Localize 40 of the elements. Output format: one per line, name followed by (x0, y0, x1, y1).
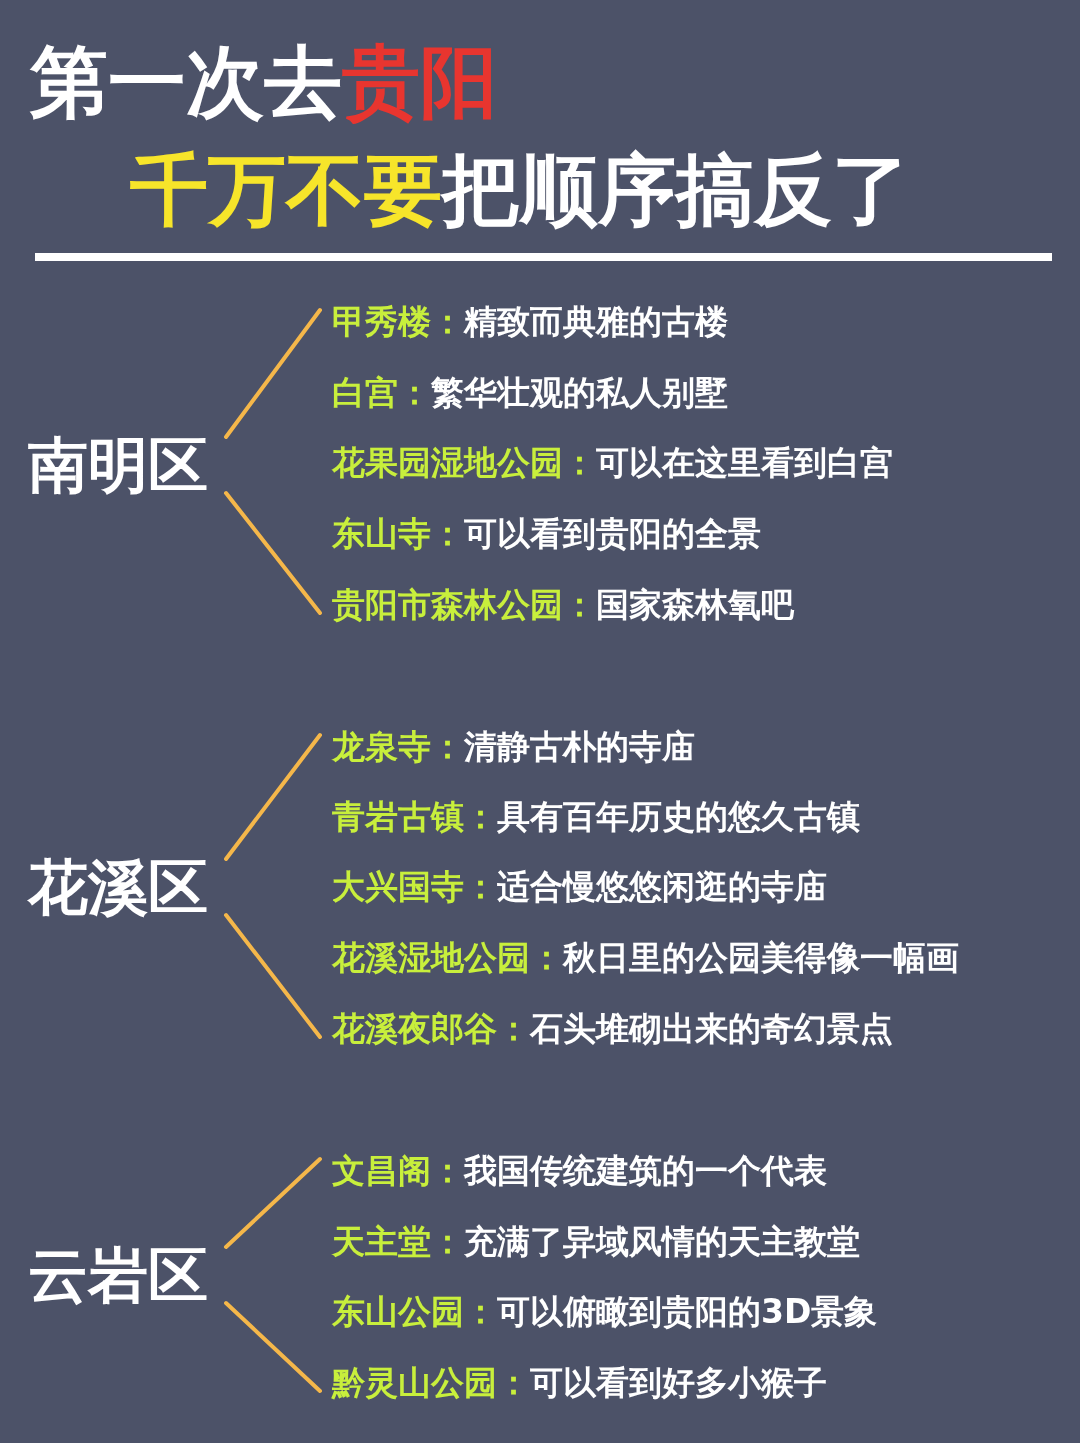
connector-line (224, 1301, 322, 1393)
connector-line (224, 913, 322, 1039)
title-text: 贵阳 (342, 40, 498, 126)
place-name: 花果园湿地公园： (332, 443, 596, 482)
place-name: 甲秀楼： (332, 302, 464, 341)
connector-line (224, 491, 322, 615)
title-text: 第一次去 (30, 40, 342, 126)
connector-line (224, 308, 322, 439)
place-name: 天主堂： (332, 1222, 464, 1261)
place-description: 石头堆砌出来的奇幻景点 (530, 1009, 893, 1048)
place-name: 白宫： (332, 373, 431, 412)
district-label: 花溪区 (28, 851, 208, 923)
place-name: 大兴国寺： (332, 867, 497, 906)
place-name: 青岩古镇： (332, 797, 497, 836)
connector-line (224, 1157, 322, 1249)
title-text: 把顺序搞反了 (442, 148, 910, 234)
place-name: 龙泉寺： (332, 727, 464, 766)
place-description: 国家森林氧吧 (596, 585, 794, 624)
place-description: 可以看到贵阳的全景 (464, 514, 761, 553)
place-description: 我国传统建筑的一个代表 (464, 1151, 827, 1190)
place-description: 繁华壮观的私人别墅 (431, 373, 728, 412)
district-label: 云岩区 (28, 1239, 208, 1311)
place-description: 可以在这里看到白宫 (596, 443, 893, 482)
place-description: 具有百年历史的悠久古镇 (497, 797, 860, 836)
place-description: 清静古朴的寺庙 (464, 727, 695, 766)
place-description: 秋日里的公园美得像一幅画 (563, 938, 959, 977)
place-name: 东山寺： (332, 514, 464, 553)
place-name: 东山公园： (332, 1292, 497, 1331)
place-name: 贵阳市森林公园： (332, 585, 596, 624)
place-description: 可以俯瞰到贵阳的3D景象 (497, 1292, 878, 1331)
place-description: 可以看到好多小猴子 (530, 1363, 827, 1402)
place-name: 花溪湿地公园： (332, 938, 563, 977)
district-label: 南明区 (28, 429, 208, 501)
place-description: 精致而典雅的古楼 (464, 302, 728, 341)
place-description: 充满了异域风情的天主教堂 (464, 1222, 860, 1261)
place-name: 花溪夜郎谷： (332, 1009, 530, 1048)
place-description: 适合慢悠悠闲逛的寺庙 (497, 867, 827, 906)
connector-line (224, 733, 322, 861)
place-name: 文昌阁： (332, 1151, 464, 1190)
place-name: 黔灵山公园： (332, 1363, 530, 1402)
